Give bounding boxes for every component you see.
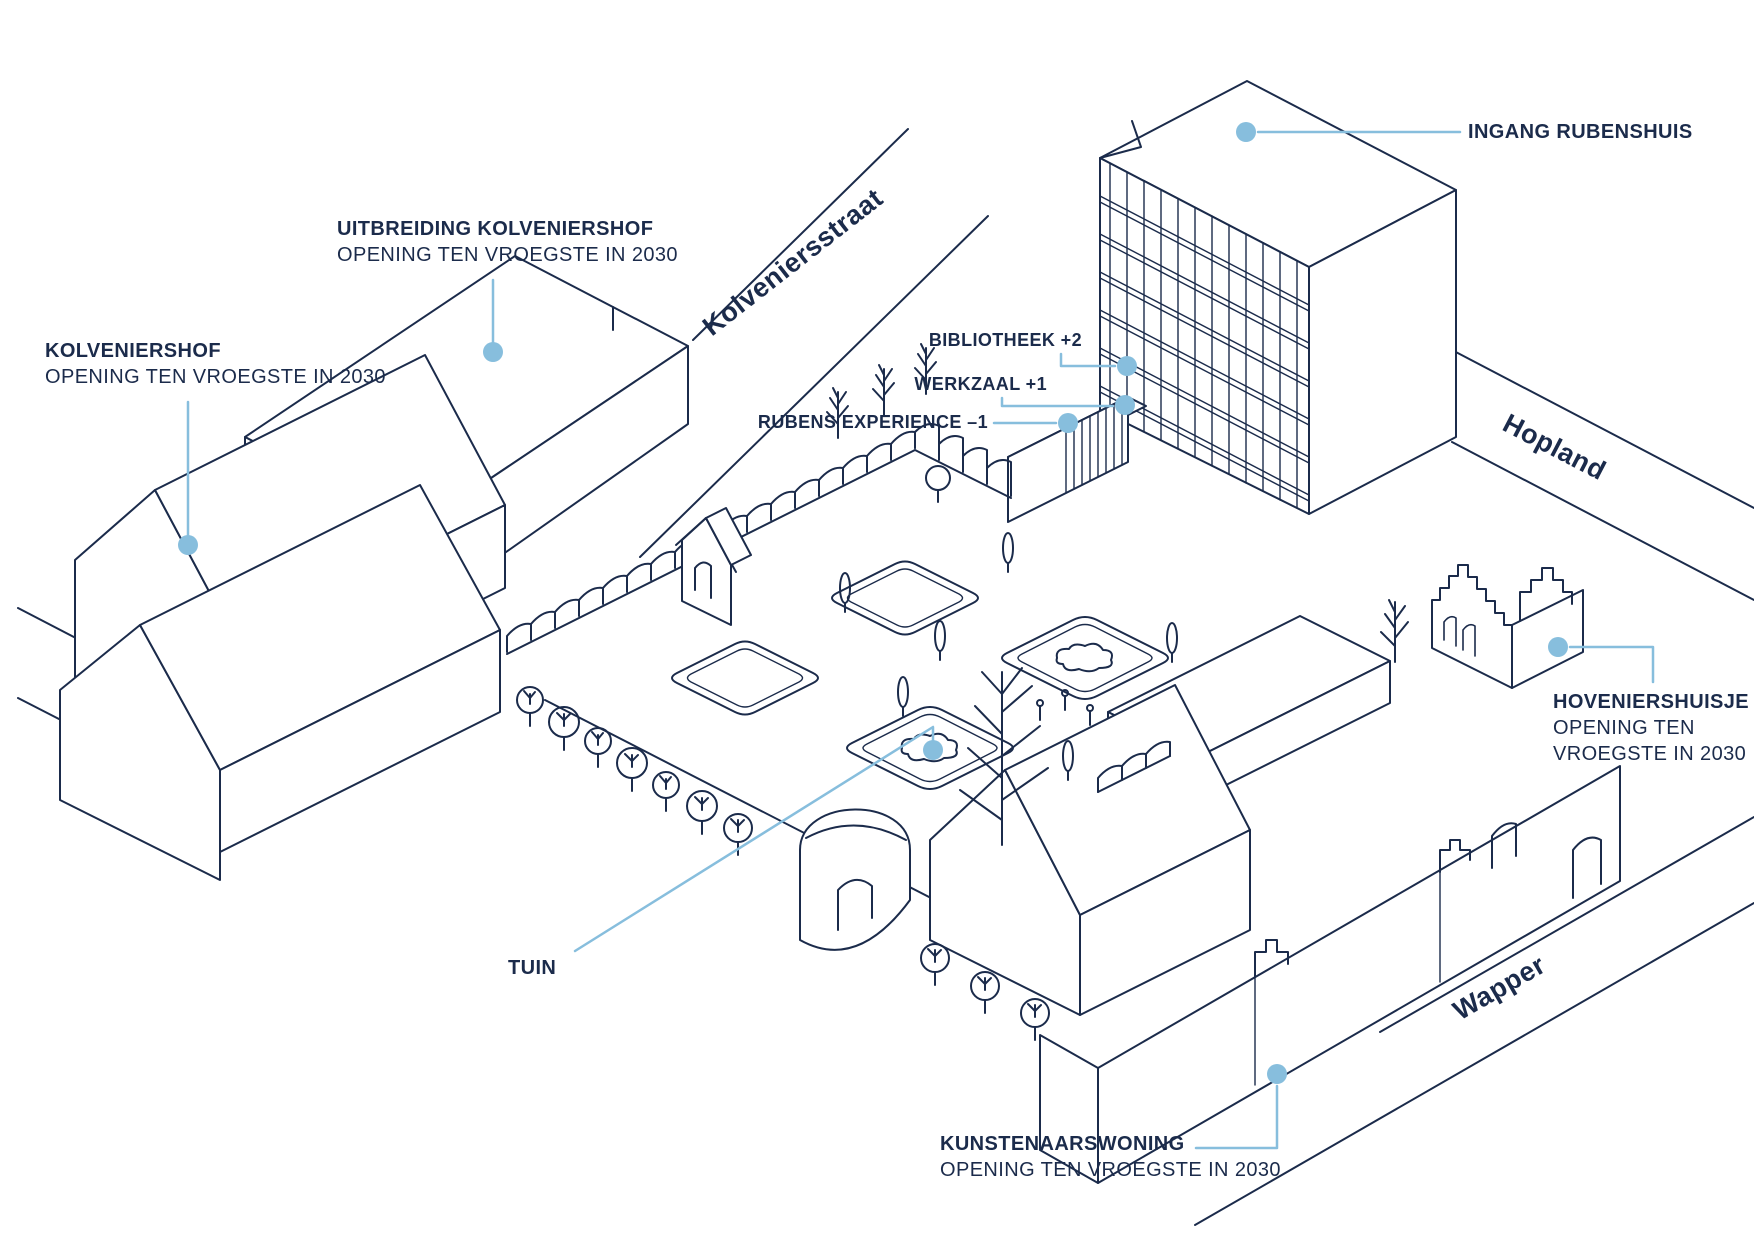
kolveniersstraat-street-edge: [639, 215, 989, 558]
label-ingang-rubenshuis: INGANG RUBENSHUIS: [1468, 119, 1693, 145]
label-tuin: TUIN: [508, 955, 556, 981]
label-bibliotheek: BIBLIOTHEEK +2: [929, 329, 1082, 352]
leader-line-werkzaal: [1000, 396, 1115, 408]
label-rubens-experience: RUBENS EXPERIENCE –1: [758, 411, 988, 434]
marker-dot-rubens-experience: [1058, 413, 1078, 433]
building-hoveniershuisje: [1431, 564, 1584, 689]
label-tuin-title: TUIN: [508, 957, 557, 979]
label-werkzaal-title: WERKZAAL +1: [914, 374, 1047, 394]
label-uitbreiding-kolveniershof: UITBREIDING KOLVENIERSHOF OPENING TEN VR…: [337, 216, 678, 268]
marker-dot-werkzaal: [1115, 395, 1135, 415]
building-kunstenaarswoning: [1039, 765, 1621, 1184]
label-kunstenaarswoning-title: KUNSTENAARSWONING: [940, 1133, 1185, 1155]
leader-line-hoveniershuisje: [1568, 645, 1655, 684]
kolveniersstraat-street-edge: [692, 128, 909, 341]
label-kolveniershof: KOLVENIERSHOF OPENING TEN VROEGSTE IN 20…: [45, 338, 386, 390]
trees: [516, 343, 1409, 1041]
big-garden-tree: [959, 667, 1049, 846]
building-rubens-experience-annex: [1007, 396, 1147, 523]
marker-dot-kunstenaarswoning: [1267, 1064, 1287, 1084]
label-hoveniershuisje-title: HOVENIERSHUISJE: [1553, 691, 1750, 713]
marker-dot-hoveniershuisje: [1548, 637, 1568, 657]
leader-line-kunstenaarswoning: [1194, 1084, 1279, 1150]
label-werkzaal: WERKZAAL +1: [914, 373, 1047, 396]
garden-gate-pavilion: [675, 507, 752, 626]
label-ingang-title: INGANG RUBENSHUIS: [1468, 121, 1693, 143]
bare-trees: [826, 343, 1409, 846]
wapper-street-edge: [1194, 902, 1754, 1226]
label-uitbreiding-title: UITBREIDING KOLVENIERSHOF: [337, 218, 654, 240]
leader-line-bibliotheek: [1059, 352, 1117, 368]
courtyard-portico: [1097, 740, 1171, 793]
leader-line-tuin: [573, 725, 935, 953]
building-ingang-rubenshuis: [1099, 80, 1457, 515]
marker-dot-tuin: [923, 740, 943, 760]
hopland-street-edge: [1451, 349, 1754, 509]
label-uitbreiding-subtitle: OPENING TEN VROEGSTE IN 2030: [337, 244, 678, 266]
label-kolveniershof-title: KOLVENIERSHOF: [45, 340, 221, 362]
label-hoveniershuisje: HOVENIERSHUISJE OPENING TEN VROEGSTE IN …: [1553, 689, 1749, 767]
wapper-street-edge: [1379, 816, 1754, 1033]
label-kunstenaarswoning-subtitle: OPENING TEN VROEGSTE IN 2030: [940, 1159, 1281, 1181]
building-kolveniershof: [59, 354, 506, 881]
marker-dot-ingang: [1236, 122, 1256, 142]
marker-dot-bibliotheek: [1117, 356, 1137, 376]
cypress-trees: [839, 532, 1178, 781]
label-hoveniershuisje-subtitle1: OPENING TEN: [1553, 717, 1695, 739]
marker-dot-uitbreiding: [483, 342, 503, 362]
marker-dots: [178, 122, 1568, 1084]
label-rubens-experience-title: RUBENS EXPERIENCE –1: [757, 412, 988, 432]
street-lines: [17, 128, 1754, 1226]
round-trees: [516, 465, 1050, 1041]
hopland-street-edge: [1451, 441, 1754, 601]
label-bibliotheek-title: BIBLIOTHEEK +2: [928, 330, 1082, 350]
label-kolveniershof-subtitle: OPENING TEN VROEGSTE IN 2030: [45, 366, 386, 388]
label-kunstenaarswoning: KUNSTENAARSWONING OPENING TEN VROEGSTE I…: [940, 1131, 1281, 1183]
marker-dot-kolveniershof: [178, 535, 198, 555]
label-hoveniershuisje-subtitle2: VROEGSTE IN 2030: [1553, 743, 1747, 765]
garden-statues: [1036, 689, 1094, 726]
building-dome-pavilion: [799, 808, 911, 951]
label-leaders: [186, 130, 1655, 1150]
